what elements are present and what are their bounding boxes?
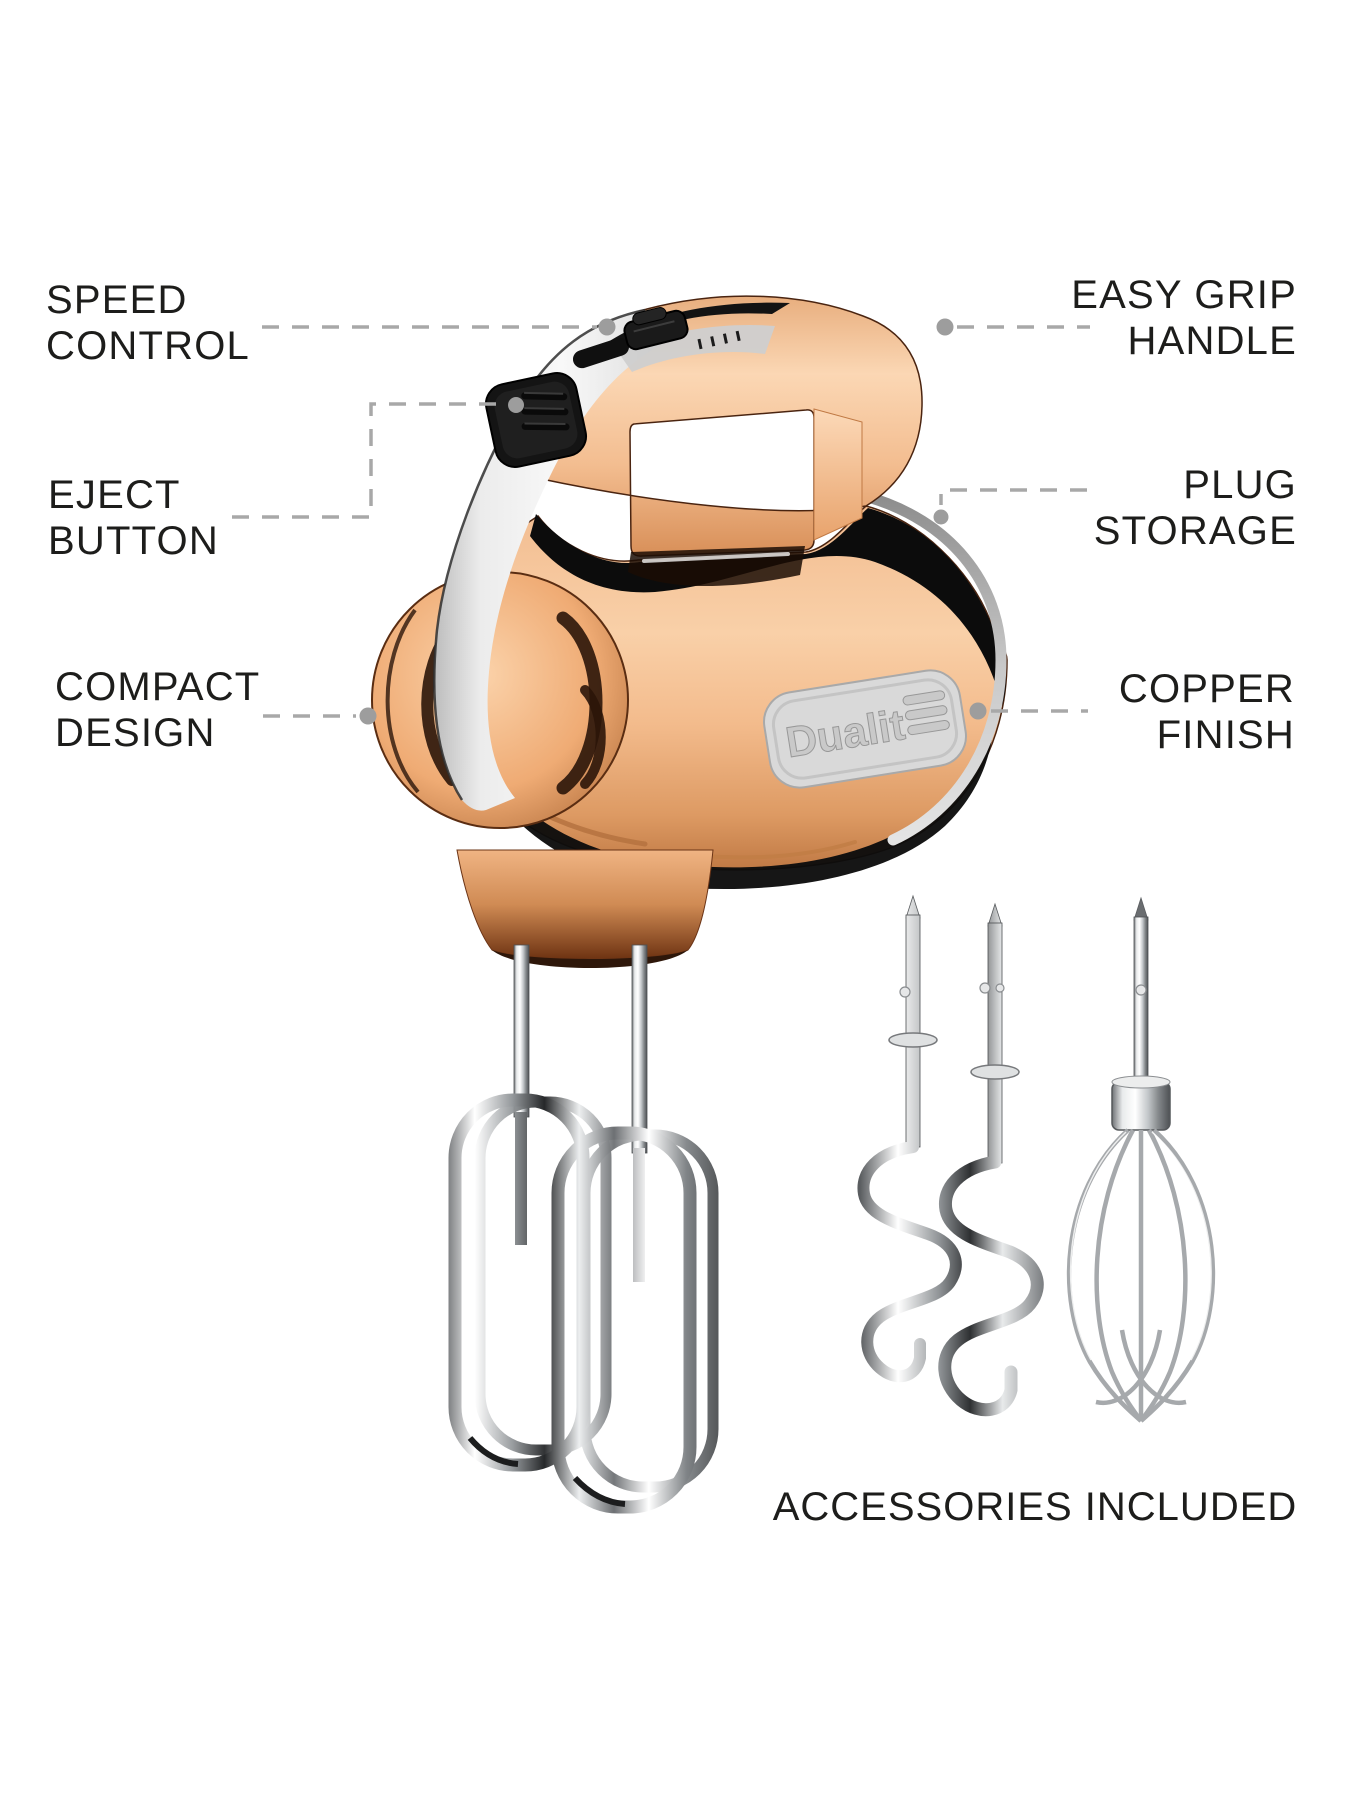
dot-copper-finish xyxy=(969,702,987,720)
label-speed-control: SPEED CONTROL xyxy=(46,277,250,369)
body-gloss-highlight xyxy=(530,508,1006,706)
connector-plug-storage xyxy=(939,488,1087,505)
speed-slot xyxy=(572,337,630,369)
back-panel-edge xyxy=(433,308,646,801)
hand-mixer: Dualit xyxy=(371,295,1008,1514)
label-easy-grip-handle-line2: HANDLE xyxy=(1127,319,1297,363)
label-compact-design-line1: COMPACT xyxy=(55,665,261,709)
body-right-bezel xyxy=(862,491,1007,846)
beaters xyxy=(448,944,719,1514)
speed-control xyxy=(572,302,790,372)
label-eject-button: EJECT BUTTON xyxy=(48,472,219,564)
callout-dots xyxy=(359,318,987,725)
label-speed-control-line1: SPEED xyxy=(46,278,188,322)
vent-arc-right-inner xyxy=(580,685,606,789)
body-bottom-copper-streak2 xyxy=(703,840,857,860)
dot-plug-storage xyxy=(933,509,949,525)
handle-window-column xyxy=(813,408,863,541)
speed-slider-knob xyxy=(623,307,689,351)
label-eject-button-line2: BUTTON xyxy=(48,519,219,563)
handle-window-glint xyxy=(642,552,790,563)
badge-inner-line xyxy=(771,678,959,780)
callout-connectors xyxy=(232,325,1090,718)
label-compact-design: COMPACT DESIGN xyxy=(55,664,260,756)
label-speed-control-line2: CONTROL xyxy=(46,324,250,368)
dot-easy-grip xyxy=(936,318,954,336)
label-plug-storage: PLUG STORAGE xyxy=(1094,462,1297,554)
speed-track-band xyxy=(618,325,775,372)
dough-hook-right xyxy=(938,902,1044,1417)
label-eject-button-line1: EJECT xyxy=(48,473,181,517)
accessories xyxy=(857,894,1216,1423)
dough-hook-left xyxy=(857,894,962,1383)
badge-bars-icon xyxy=(902,690,950,736)
beater-collar xyxy=(456,849,714,968)
label-plug-storage-line2: STORAGE xyxy=(1093,509,1297,553)
dot-compact-design xyxy=(359,707,377,725)
label-plug-storage-line1: PLUG xyxy=(1183,463,1297,507)
label-compact-design-line2: DESIGN xyxy=(55,711,216,755)
connector-eject-button xyxy=(232,402,505,519)
collar-body xyxy=(456,849,714,960)
whisk-wire-highlights xyxy=(1069,1131,1212,1361)
balloon-whisk xyxy=(1066,896,1216,1423)
whisk-wires xyxy=(1066,1128,1216,1423)
eject-button xyxy=(484,372,588,468)
accessories-caption: ACCESSORIES INCLUDED xyxy=(772,1485,1298,1529)
label-easy-grip-handle-line1: EASY GRIP xyxy=(1071,273,1297,317)
brand-badge: Dualit xyxy=(763,669,967,789)
label-copper-finish-line2: FINISH xyxy=(1156,713,1295,757)
label-copper-finish: COPPER FINISH xyxy=(1119,666,1295,758)
dot-eject-button xyxy=(508,397,524,413)
label-copper-finish-line1: COPPER xyxy=(1118,667,1295,711)
dot-speed-control xyxy=(598,318,616,336)
end-cap-rim xyxy=(385,608,420,794)
beater-shaft-right xyxy=(631,944,648,1154)
beater-shaft-left xyxy=(513,944,530,1118)
speed-tick-marks xyxy=(697,330,741,350)
label-easy-grip-handle: EASY GRIP HANDLE xyxy=(1071,272,1297,364)
beater-right xyxy=(551,1126,719,1514)
